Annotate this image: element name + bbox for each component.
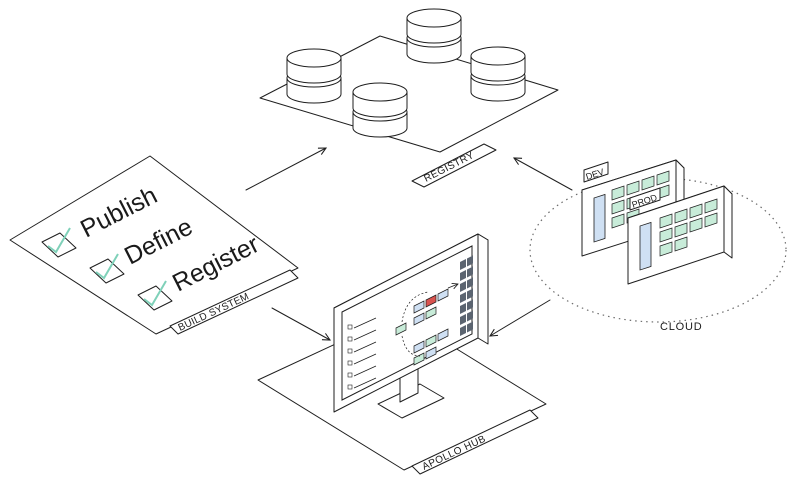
registry-label-plate bbox=[411, 143, 497, 188]
cloud-node: CLOUD DEV PROD bbox=[529, 159, 787, 333]
monitor-icon bbox=[333, 233, 489, 413]
check-icon bbox=[143, 280, 167, 307]
build-system-label-plate bbox=[169, 269, 299, 335]
arrow-icon bbox=[514, 158, 573, 191]
check-icon bbox=[95, 253, 119, 280]
connections bbox=[245, 148, 573, 340]
check-icon bbox=[47, 227, 71, 254]
build-system-platform bbox=[9, 155, 299, 335]
env-panel-prod: PROD bbox=[627, 185, 733, 285]
arrow-icon bbox=[245, 148, 326, 191]
database-icon bbox=[286, 48, 342, 104]
build-system-node: BUILD SYSTEM Publish Define Register bbox=[9, 155, 299, 335]
arrow-icon bbox=[490, 299, 551, 336]
monitor-display bbox=[341, 245, 473, 401]
arrow-icon bbox=[271, 307, 330, 340]
registry-node: REGISTRY bbox=[259, 8, 559, 188]
database-icon bbox=[470, 46, 526, 102]
database-icon bbox=[352, 82, 408, 138]
cloud-label: CLOUD bbox=[660, 321, 703, 333]
apollo-hub-label-plate bbox=[411, 409, 539, 475]
cloud-icon bbox=[529, 177, 787, 323]
database-icon bbox=[406, 8, 462, 64]
apollo-hub-node: APOLLO HUB bbox=[257, 233, 547, 475]
registry-label: REGISTRY bbox=[422, 150, 476, 185]
